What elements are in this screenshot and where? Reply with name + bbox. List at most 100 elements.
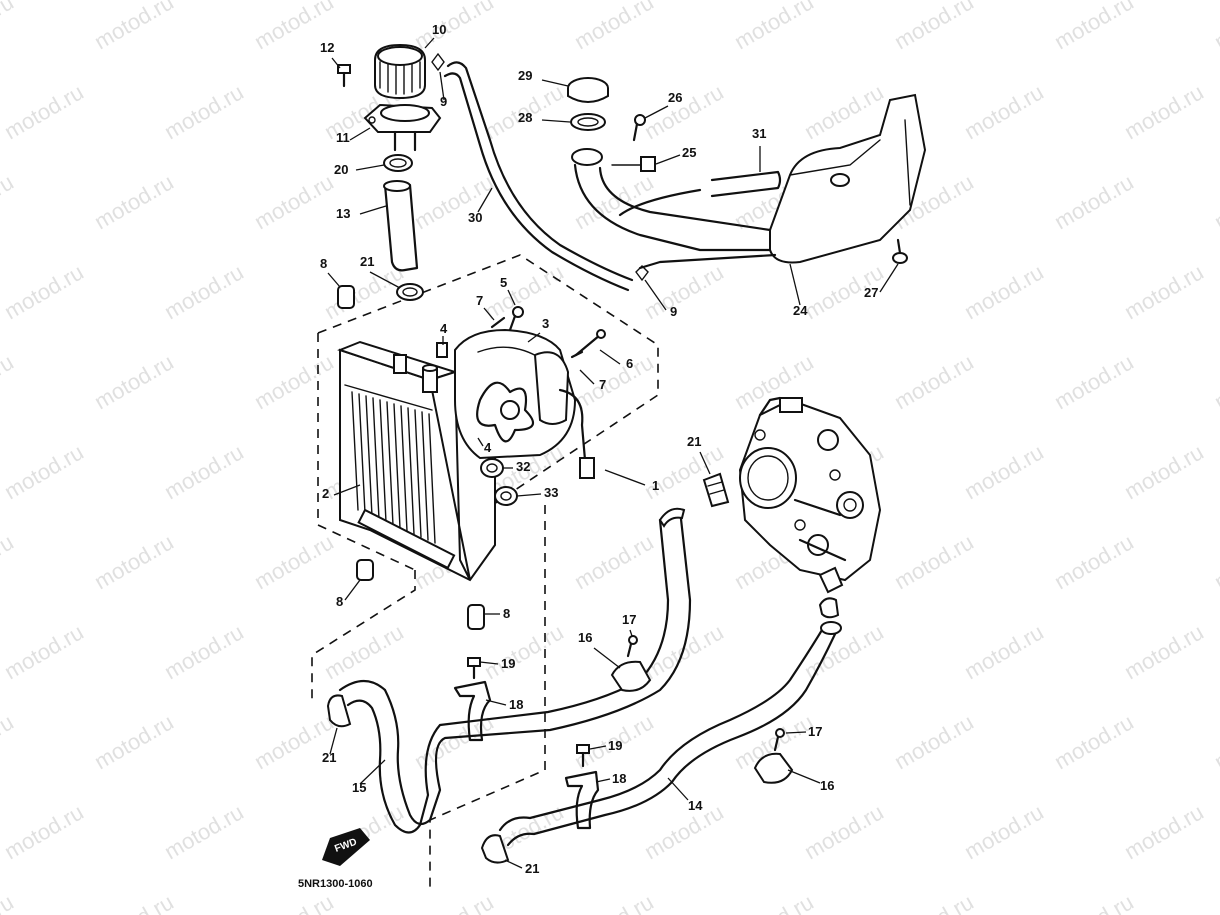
- leader-line-c14: [667, 777, 689, 801]
- watermark-text: motod.ru: [250, 889, 338, 915]
- watermark-text: motod.ru: [800, 619, 888, 684]
- leader-line-c20: [355, 164, 385, 171]
- radiator-boundary: [317, 333, 416, 571]
- watermark-text: motod.ru: [890, 889, 978, 915]
- hose-clamp-21-right: [818, 597, 840, 619]
- breather-pipe-31: [618, 170, 850, 217]
- callout-c9a: 9: [440, 94, 447, 109]
- watermark-text: motod.ru: [250, 169, 338, 234]
- hose-14: [498, 621, 842, 847]
- callout-c18a: 18: [509, 697, 523, 712]
- watermark-text: motod.ru: [800, 79, 888, 144]
- watermark-text: motod.ru: [1050, 529, 1138, 594]
- callout-c8b: 8: [336, 594, 343, 609]
- watermark-text: motod.ru: [1050, 169, 1138, 234]
- watermark-text: motod.ru: [90, 169, 178, 234]
- washer-7-top: [490, 316, 506, 329]
- callout-c21b: 21: [322, 750, 336, 765]
- watermark-text: motod.ru: [960, 619, 1048, 684]
- watermark-text: motod.ru: [1210, 889, 1220, 915]
- leader-line-c21d: [699, 451, 711, 475]
- callout-c32: 32: [516, 459, 530, 474]
- leader-line-c10: [424, 37, 435, 49]
- watermark-text: motod.ru: [0, 79, 88, 144]
- leader-line-c25: [655, 154, 681, 165]
- radiator-cap-10: [374, 43, 426, 100]
- callout-c9b: 9: [670, 304, 677, 319]
- leader-line-c19b: [589, 745, 607, 750]
- watermark-text: motod.ru: [90, 529, 178, 594]
- watermark-text: motod.ru: [1120, 799, 1208, 864]
- fwd-arrow-icon: FWD: [322, 828, 370, 866]
- grommet-25: [611, 156, 656, 172]
- reservoir-hose-24: [573, 163, 777, 270]
- watermark-text: motod.ru: [0, 0, 18, 54]
- watermark-text: motod.ru: [960, 439, 1048, 504]
- leader-line-c28: [541, 119, 571, 123]
- watermark-text: motod.ru: [730, 0, 818, 54]
- reservoir-cap-29: [567, 77, 609, 103]
- watermark-text: motod.ru: [0, 619, 88, 684]
- leader-line-c9b: [644, 279, 667, 311]
- leader-line-c13: [359, 205, 387, 215]
- hose-clamp-21-bottom: [480, 834, 510, 864]
- watermark-text: motod.ru: [160, 619, 248, 684]
- callout-c24: 24: [793, 303, 808, 318]
- leader-line-c16b: [787, 769, 821, 784]
- leader-line-c8b: [344, 579, 361, 601]
- callout-c2: 2: [322, 486, 329, 501]
- watermark-text: motod.ru: [1210, 529, 1220, 594]
- callout-c4b: 4: [484, 440, 492, 455]
- callout-c25: 25: [682, 145, 696, 160]
- callout-c29: 29: [518, 68, 532, 83]
- gasket-28: [570, 113, 606, 131]
- leader-line-c29: [541, 79, 569, 87]
- watermark-text: motod.ru: [0, 799, 88, 864]
- clip-9-lower: [635, 265, 649, 282]
- collar-4-top: [436, 342, 448, 358]
- leader-line-c6: [599, 349, 621, 365]
- watermark-text: motod.ru: [1050, 709, 1138, 774]
- callout-c19a: 19: [501, 656, 515, 671]
- leader-line-c17a: [629, 629, 633, 637]
- watermark-text: motod.ru: [0, 529, 18, 594]
- leader-line-c15: [359, 759, 386, 785]
- damper-8-top: [337, 285, 355, 309]
- hose-clamp-21-engine: [702, 472, 730, 508]
- callout-c21a: 21: [360, 254, 374, 269]
- leader-line-c9a: [439, 71, 445, 101]
- leader-line-c18b: [595, 778, 611, 783]
- callout-c16a: 16: [578, 630, 592, 645]
- leader-line-c3: [527, 332, 541, 343]
- callout-c21d: 21: [687, 434, 701, 449]
- watermark-text: motod.ru: [90, 349, 178, 414]
- watermark-text: motod.ru: [160, 439, 248, 504]
- leader-line-c19a: [479, 661, 499, 665]
- overflow-hose-30: [443, 61, 634, 292]
- bolt-6: [574, 329, 606, 357]
- leader-line-c11: [349, 127, 371, 141]
- damper-8-bottom: [467, 604, 485, 630]
- callout-c30: 30: [468, 210, 482, 225]
- washer-7-side: [570, 350, 584, 359]
- watermark-text: motod.ru: [0, 349, 18, 414]
- leader-line-c1: [604, 469, 646, 486]
- watermark-text: motod.ru: [1120, 79, 1208, 144]
- leader-line-c5: [507, 289, 516, 306]
- leader-line-c27: [879, 263, 899, 293]
- watermark-text: motod.ru: [570, 529, 658, 594]
- leader-line-c21c: [504, 859, 523, 869]
- leader-line-c17b: [785, 731, 807, 734]
- bracket-18-upper: [453, 680, 492, 742]
- callout-c8c: 8: [503, 606, 510, 621]
- watermark-text: motod.ru: [890, 529, 978, 594]
- callout-c6: 6: [626, 356, 633, 371]
- leader-line-c26: [644, 105, 669, 119]
- leader-line-c4b: [477, 437, 484, 447]
- callout-c20: 20: [334, 162, 348, 177]
- watermark-text: motod.ru: [890, 709, 978, 774]
- callout-c10: 10: [432, 22, 446, 37]
- watermark-text: motod.ru: [90, 889, 178, 915]
